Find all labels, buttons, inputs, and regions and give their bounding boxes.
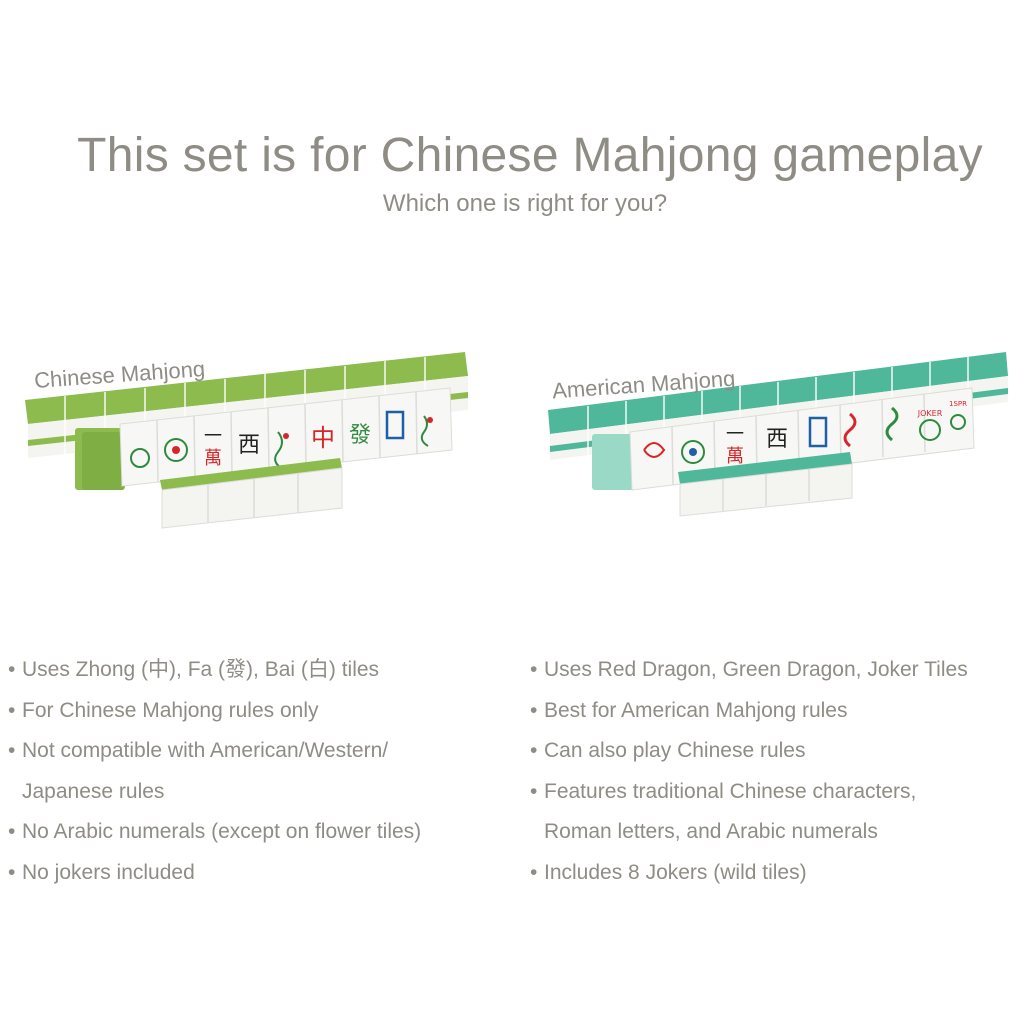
tile-glyph-yi: 一 xyxy=(204,426,222,447)
bullet-icon: • xyxy=(8,698,16,722)
american-mahjong-tiles-image: 一 萬 西 JOKER 1SPR American Mahjong xyxy=(540,340,1010,540)
chinese-tiles-svg: 一 萬 西 中 發 xyxy=(25,352,468,529)
bullet-icon: • xyxy=(530,779,538,803)
page-title: This set is for Chinese Mahjong gameplay xyxy=(77,129,983,182)
tile-glyph-wan: 萬 xyxy=(204,448,222,469)
bullet-icon: • xyxy=(530,698,538,722)
american-face-row: 一 萬 西 JOKER 1SPR xyxy=(592,387,975,491)
american-features-list: •Uses Red Dragon, Green Dragon, Joker Ti… xyxy=(530,650,1024,893)
list-item: •Can also play Chinese rules xyxy=(530,731,1024,772)
bullet-icon: • xyxy=(530,739,538,762)
list-item: •No Arabic numerals (except on flower ti… xyxy=(8,812,508,853)
bullet-icon: • xyxy=(530,658,538,681)
tile-glyph-spring: 1SPR xyxy=(949,400,967,408)
tile-glyph-xi: 西 xyxy=(766,427,788,452)
page-subtitle: Which one is right for you? xyxy=(382,190,668,217)
bullet-icon: • xyxy=(530,860,538,884)
list-item-continuation: Japanese rules xyxy=(22,779,165,803)
chinese-mahjong-tiles-image: 一 萬 西 中 發 Chinese Mahjong xyxy=(20,340,480,540)
list-item: •Uses Zhong (中), Fa (發), Bai (白) tiles xyxy=(8,650,508,691)
list-item: •Includes 8 Jokers (wild tiles) xyxy=(530,853,1024,894)
american-tiles-svg: 一 萬 西 JOKER 1SPR xyxy=(548,352,1008,517)
list-item: •For Chinese Mahjong rules only xyxy=(8,691,508,732)
tile-glyph-joker: JOKER xyxy=(917,409,943,418)
tile-glyph-zhong: 中 xyxy=(311,424,335,452)
bullet-icon: • xyxy=(8,820,16,843)
chinese-features-list: •Uses Zhong (中), Fa (發), Bai (白) tiles •… xyxy=(8,650,508,893)
bullet-icon: • xyxy=(8,658,16,681)
list-item: •Best for American Mahjong rules xyxy=(530,691,1024,732)
tile-glyph-xi: 西 xyxy=(238,433,260,458)
tile-glyph-yi: 一 xyxy=(726,424,744,445)
chinese-face-row: 一 萬 西 中 發 xyxy=(75,387,453,490)
tile-glyph-wan: 萬 xyxy=(726,446,744,467)
list-item: •No jokers included xyxy=(8,853,508,894)
bullet-icon: • xyxy=(8,860,16,884)
bullet-icon: • xyxy=(8,739,16,762)
list-item: •Features traditional Chinese characters… xyxy=(530,772,1024,813)
tile-glyph-fa: 發 xyxy=(349,423,371,448)
chinese-front-row xyxy=(160,458,343,529)
list-item: •Uses Red Dragon, Green Dragon, Joker Ti… xyxy=(530,650,1024,691)
american-front-row xyxy=(678,452,853,517)
list-item-continuation: Roman letters, and Arabic numerals xyxy=(544,820,878,843)
list-item: •Not compatible with American/Western/ xyxy=(8,731,508,772)
